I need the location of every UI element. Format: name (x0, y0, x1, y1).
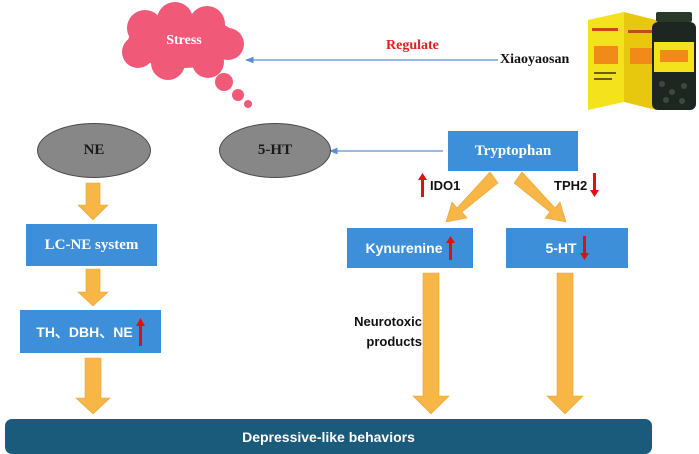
ido1-annotation: IDO1 (418, 173, 460, 197)
5ht-bottom-box: 5-HT (506, 228, 628, 268)
tryptophan-label: Tryptophan (474, 142, 552, 159)
ido1-label: IDO1 (430, 177, 461, 193)
regulate-label: Regulate (386, 38, 439, 53)
stress-label: Stress (166, 33, 202, 48)
th-dbh-ne-box: TH、DBH、NE (20, 310, 161, 353)
tryptophan-to-kynurenine-arrow (445, 171, 499, 223)
tph2-annotation: TPH2 (554, 173, 600, 197)
5ht-ellipse: 5-HT (219, 123, 331, 178)
depressive-behaviors-label: Depressive-like behaviors (242, 428, 415, 445)
tph2-label: TPH2 (554, 177, 588, 193)
5ht-to-outcome-arrow (546, 272, 584, 415)
tryptophan-box: Tryptophan (448, 131, 578, 171)
5ht-top-label: 5-HT (257, 142, 293, 158)
tryptophan-to-5ht-bottom-arrow (513, 171, 567, 223)
neurotoxic-line2: products (366, 334, 422, 349)
xiaoyaosan-medicine-package-icon (588, 12, 696, 110)
neurotoxic-products-label: Neurotoxic products (330, 312, 422, 352)
5ht-bottom-down-arrow-icon (579, 236, 589, 260)
stress-cloud-shape (122, 2, 252, 108)
th-dbh-ne-up-arrow-icon (135, 317, 145, 346)
kynurenine-box: Kynurenine (347, 228, 473, 268)
ne-label: NE (83, 142, 105, 158)
neurotoxic-line1: Neurotoxic (354, 314, 422, 329)
th-dbh-ne-label: TH、DBH、NE (36, 323, 133, 340)
lc-ne-system-box: LC-NE system (26, 224, 157, 266)
ne-ellipse: NE (37, 123, 151, 178)
xiaoyaosan-label: Xiaoyaosan (500, 52, 570, 67)
tph2-down-arrow-icon (590, 173, 600, 197)
kynurenine-label: Kynurenine (365, 240, 443, 256)
depressive-behaviors-bar: Depressive-like behaviors (5, 419, 652, 454)
kynurenine-to-outcome-arrow (412, 272, 450, 415)
kynurenine-up-arrow-icon (445, 236, 455, 260)
5ht-bottom-label: 5-HT (545, 240, 577, 256)
lc-ne-label: LC-NE system (44, 236, 139, 253)
ne-to-lcne-arrow (77, 182, 109, 221)
lcne-to-th-arrow (77, 268, 109, 307)
th-to-outcome-arrow (75, 357, 111, 415)
ido1-up-arrow-icon (418, 173, 427, 197)
